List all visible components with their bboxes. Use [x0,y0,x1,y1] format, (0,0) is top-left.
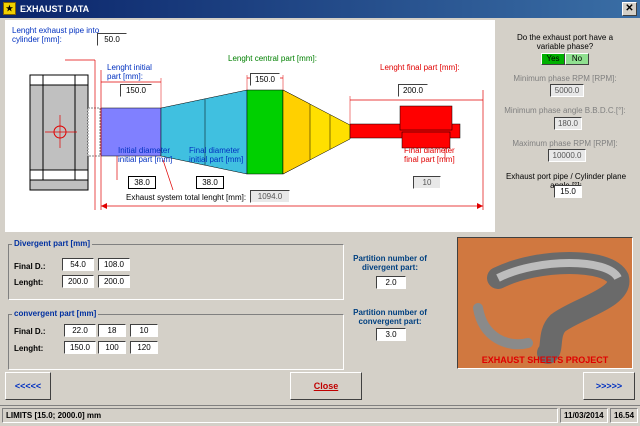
plane-angle-field[interactable]: 15.0 [554,185,582,198]
status-limits: LIMITS [15.0; 2000.0] mm [2,408,558,423]
final-diameter-initial-field[interactable]: 38.0 [196,176,224,189]
divergent-final-d-1[interactable]: 54.0 [62,258,94,271]
initial-diameter-label: Initial diameter initial part [mm] [118,146,173,164]
close-button[interactable]: Close [290,372,362,400]
cylinder-head [29,74,89,86]
convergent-partition-label: Partition number of convergent part: [353,308,427,326]
initial-diameter-field[interactable]: 38.0 [128,176,156,189]
variable-phase-question: Do the exhaust port have a variable phas… [516,33,614,51]
min-angle-label: Minimum phase angle B.B.D.C.[°]: [504,106,626,115]
total-length-field: 1094.0 [250,190,290,203]
convergent-length-2[interactable]: 100 [98,341,126,354]
divergent-title: Divergent part [mm] [12,239,93,248]
status-bar: LIMITS [15.0; 2000.0] mm 11/03/2014 16.5… [0,405,640,426]
convergent-group [8,314,344,370]
central-part-length-label: Lenght central part [mm]: [228,54,317,63]
divergent-partition-label: Partition number of divergent part: [353,254,427,272]
exhaust-photo: EXHAUST SHEETS PROJECT [457,237,633,369]
divergent-final-d-label: Final D.: [14,262,46,271]
divergent-partition-field[interactable]: 2.0 [376,276,406,289]
min-angle-field: 180.0 [554,117,582,130]
final-part-length-label: Lenght final part [mm]: [380,63,460,72]
divergent-length-label: Lenght: [14,278,44,287]
convergent-length-label: Lenght: [14,344,44,353]
exhaust-pipe-image [458,238,632,368]
final-diameter-final-field: 10 [413,176,441,189]
pipe-length-label: Lenght exhaust pipe into cylinder [mm]: [12,26,100,44]
total-length-label: Exhaust system total lenght [mm]: [126,193,247,202]
central-part-length-field[interactable]: 150.0 [250,73,280,86]
exhaust-port [87,107,101,157]
phase-no-button[interactable]: No [565,53,589,65]
cylinder-base [29,169,89,181]
convergent-length-3[interactable]: 120 [130,341,158,354]
divergent-group [8,244,344,300]
app-icon: ★ [3,2,16,15]
divergent-length-1[interactable]: 200.0 [62,275,94,288]
final-diameter-initial-label: Final diameter initial part [mm] [189,146,244,164]
next-button[interactable]: >>>>> [583,372,635,400]
convergent-final-d-2[interactable]: 18 [98,324,126,337]
image-caption: EXHAUST SHEETS PROJECT [481,355,609,365]
initial-part-length-label: Lenght initial part [mm]: [107,63,152,81]
max-rpm-label: Maximum phase RPM [RPM]: [512,139,618,148]
window-title: EXHAUST DATA [20,4,90,14]
min-rpm-label: Minimum phase RPM [RPM]: [513,74,617,83]
initial-part-length-field[interactable]: 150.0 [120,84,152,97]
initial-part [100,107,162,157]
status-time: 16.54 [610,408,638,423]
close-window-button[interactable]: ✕ [622,2,637,16]
title-bar: ★ EXHAUST DATA ✕ [0,0,640,18]
central-part [246,89,284,175]
close-icon[interactable]: ✕ [625,3,634,14]
convergent-final-d-1[interactable]: 22.0 [64,324,96,337]
silencer [399,105,453,131]
status-date: 11/03/2014 [560,408,608,423]
prev-button[interactable]: <<<<< [5,372,51,400]
final-diameter-final-label: Final diameter final part [mm] [404,146,455,164]
min-rpm-field: 5000.0 [550,84,584,97]
pipe-length-field[interactable]: 50.0 [97,33,127,46]
convergent-title: convergent part [mm] [12,309,99,318]
phase-yes-button[interactable]: Yes [541,53,565,65]
convergent-length-1[interactable]: 150.0 [64,341,96,354]
divergent-length-2[interactable]: 200.0 [98,275,130,288]
exhaust-diagram [29,59,484,210]
convergent-partition-field[interactable]: 3.0 [376,328,406,341]
convergent-final-d-label: Final D.: [14,327,46,336]
final-part-length-field[interactable]: 200.0 [398,84,428,97]
max-rpm-field: 10000.0 [548,149,586,162]
divergent-final-d-2[interactable]: 108.0 [98,258,130,271]
convergent-final-d-3[interactable]: 10 [130,324,158,337]
